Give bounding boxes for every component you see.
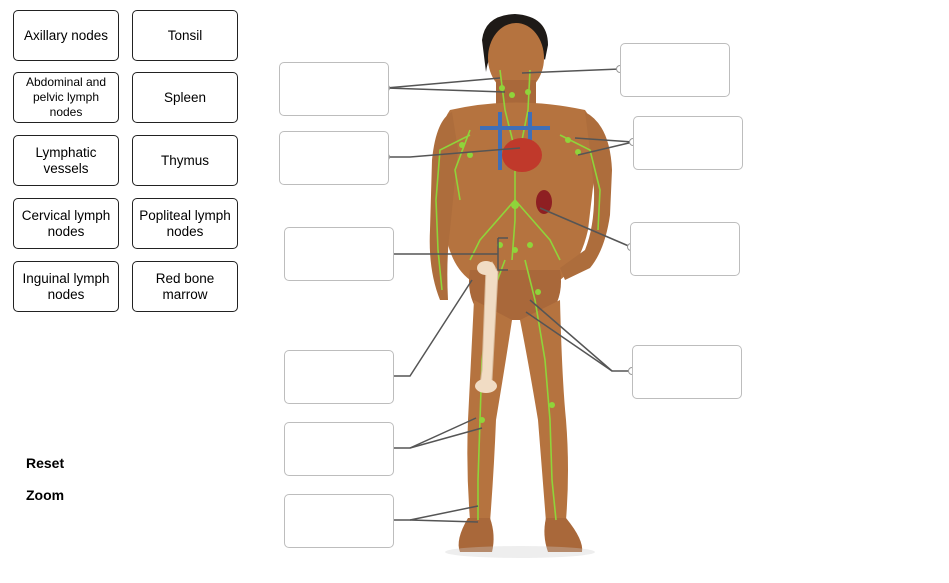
- femur-bone-shape: [475, 261, 499, 393]
- term-inguinal-lymph-nodes[interactable]: Inguinal lymph nodes: [13, 261, 119, 312]
- term-spleen[interactable]: Spleen: [132, 72, 238, 123]
- drop-target-5[interactable]: [284, 227, 394, 281]
- reset-button[interactable]: Reset: [26, 455, 65, 471]
- leader-lines: [385, 68, 634, 523]
- drop-target-8[interactable]: [632, 345, 742, 399]
- lymph-node-dots: [459, 85, 581, 423]
- drop-target-2[interactable]: [620, 43, 730, 97]
- drop-target-7[interactable]: [284, 350, 394, 404]
- drop-target-4[interactable]: [633, 116, 743, 170]
- term-cervical-lymph-nodes[interactable]: Cervical lymph nodes: [13, 198, 119, 249]
- zoom-button[interactable]: Zoom: [26, 487, 65, 503]
- term-lymphatic-vessels[interactable]: Lymphatic vessels: [13, 135, 119, 186]
- term-abdominal-pelvic-lymph-nodes[interactable]: Abdominal and pelvic lymph nodes: [13, 72, 119, 123]
- drop-target-10[interactable]: [284, 494, 394, 548]
- human-body-illustration: [429, 14, 612, 558]
- term-tonsil[interactable]: Tonsil: [132, 10, 238, 61]
- term-axillary-nodes[interactable]: Axillary nodes: [13, 10, 119, 61]
- term-popliteal-lymph-nodes[interactable]: Popliteal lymph nodes: [132, 198, 238, 249]
- drop-target-9[interactable]: [284, 422, 394, 476]
- drop-target-1[interactable]: [279, 62, 389, 116]
- term-thymus[interactable]: Thymus: [132, 135, 238, 186]
- term-red-bone-marrow[interactable]: Red bone marrow: [132, 261, 238, 312]
- drop-target-3[interactable]: [279, 131, 389, 185]
- heart-shape: [502, 138, 542, 172]
- drop-target-6[interactable]: [630, 222, 740, 276]
